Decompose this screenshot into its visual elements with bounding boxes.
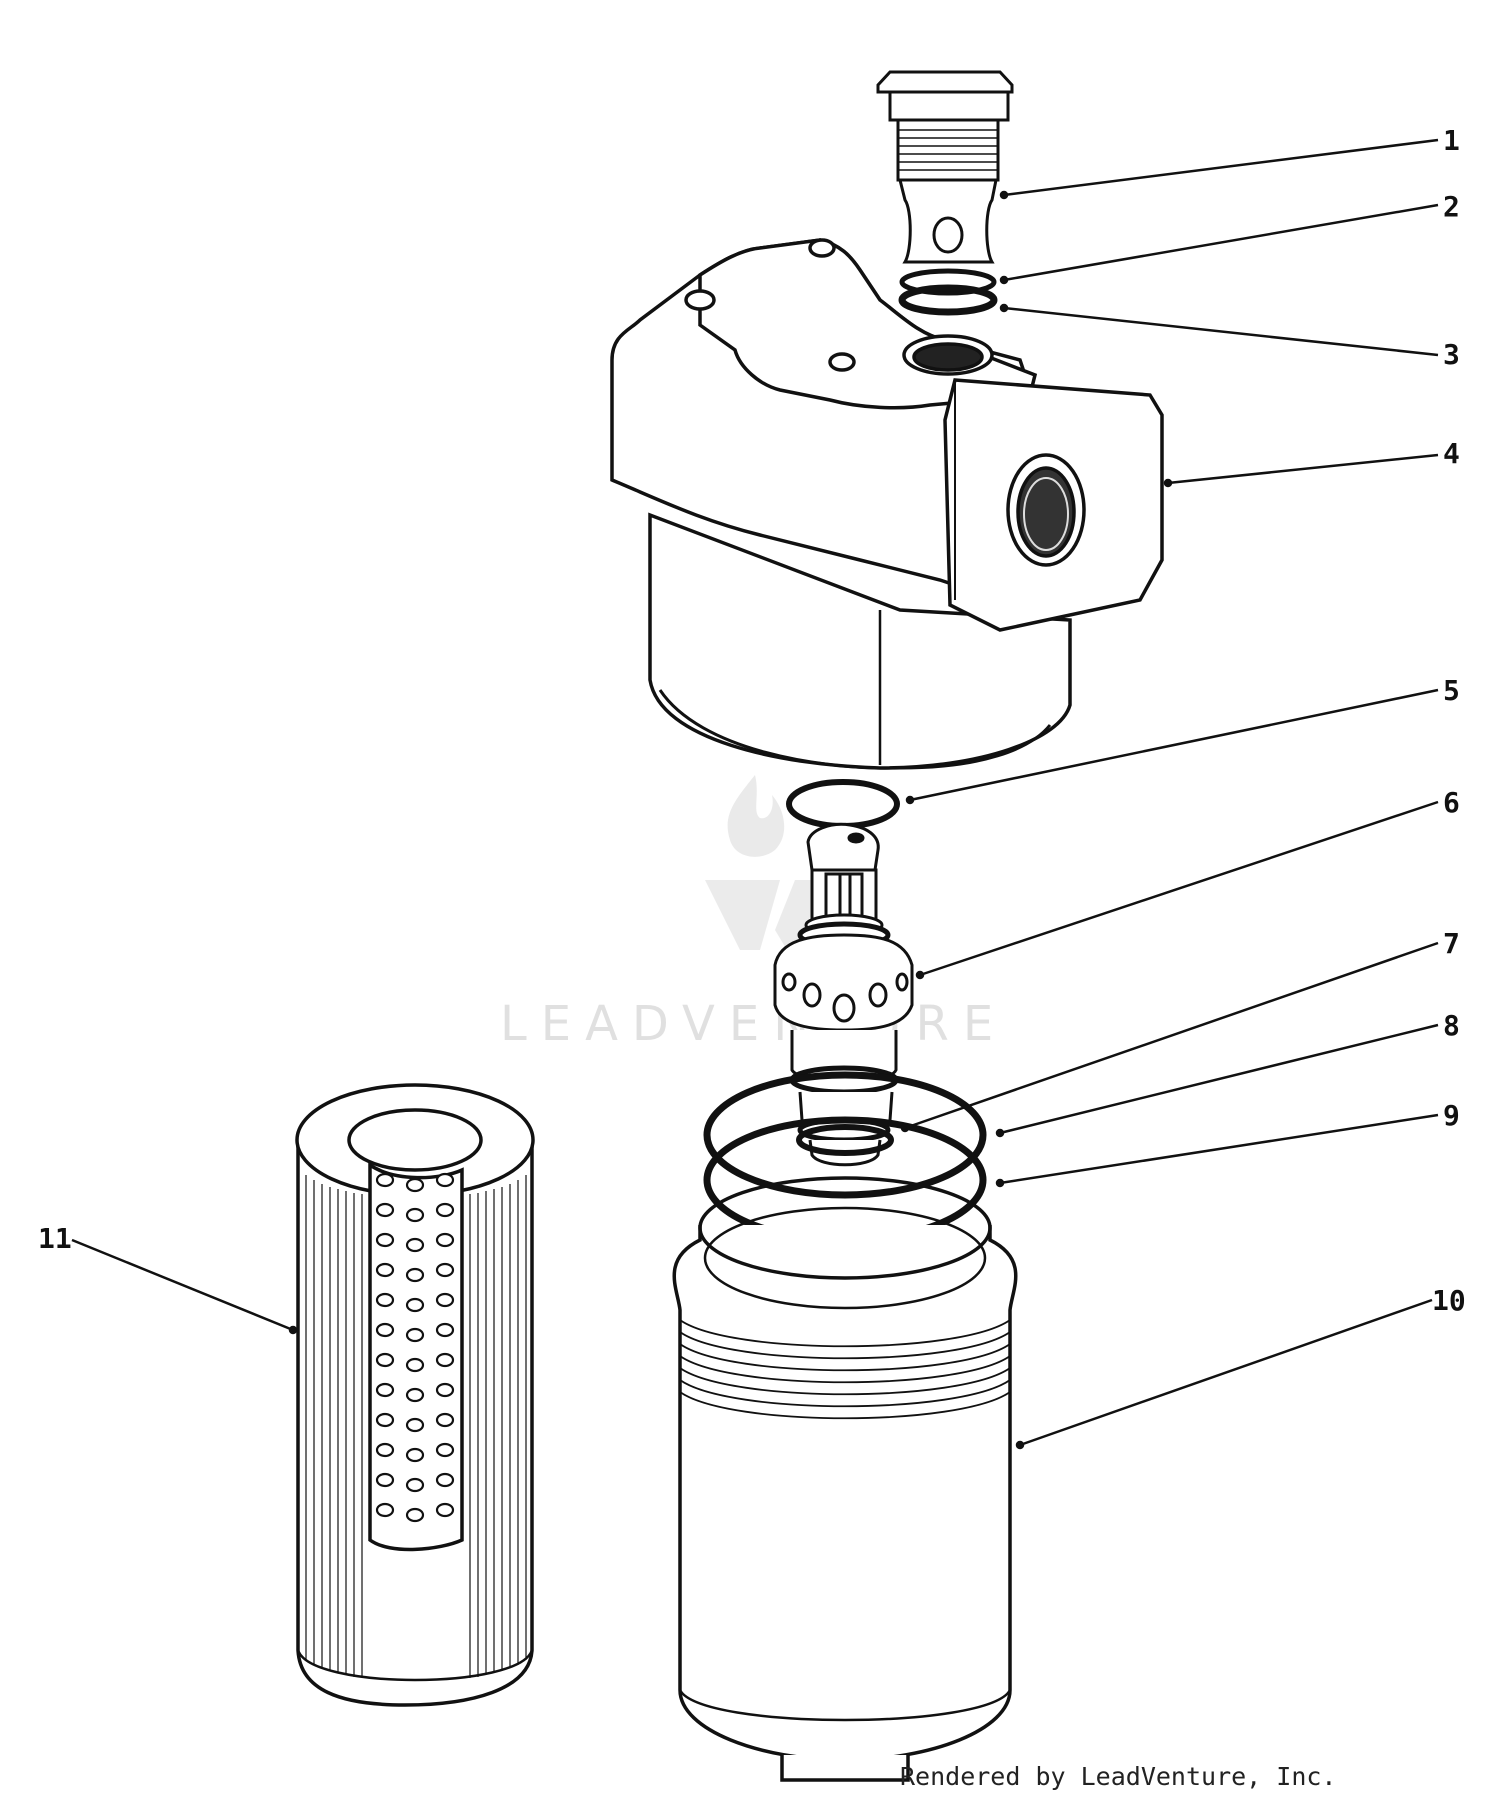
callout-9: 9 (1443, 1099, 1460, 1132)
leader-line-6 (919, 800, 1439, 977)
leader-line-4 (1167, 453, 1439, 485)
callout-labels: 1 2 3 4 5 6 7 8 9 10 11 (38, 124, 1466, 1317)
o-ring-valve (799, 1127, 891, 1153)
callout-7: 7 (1443, 927, 1460, 960)
callout-1: 1 (1443, 124, 1460, 157)
callout-3: 3 (1443, 338, 1460, 371)
callout-4: 4 (1443, 437, 1460, 470)
filter-head (612, 240, 1162, 768)
footer-credit: Rendered by LeadVenture, Inc. (900, 1762, 1337, 1791)
o-ring-upper (902, 271, 994, 293)
callout-11: 11 (38, 1222, 72, 1255)
callout-6: 6 (1443, 786, 1460, 819)
callout-2: 2 (1443, 190, 1460, 223)
bypass-valve (775, 824, 912, 1164)
relief-valve-plug (878, 72, 1012, 262)
leader-lines (71, 138, 1439, 1450)
watermark-text: LEADVENTURE (500, 996, 1007, 1052)
filter-element (297, 1085, 533, 1705)
leader-line-1 (1003, 138, 1439, 197)
watermark-flame-icon (727, 775, 785, 857)
leader-line-8 (999, 1023, 1439, 1135)
leader-line-5 (909, 688, 1439, 802)
leader-line-11 (71, 1238, 294, 1332)
callout-5: 5 (1443, 674, 1460, 707)
leader-line-7 (904, 941, 1439, 1130)
leader-line-2 (1003, 203, 1439, 282)
seal-ring-upper (707, 1075, 983, 1195)
filter-bowl (674, 1178, 1016, 1780)
leader-line-10 (1019, 1298, 1433, 1447)
leader-line-9 (999, 1113, 1439, 1185)
callout-8: 8 (1443, 1009, 1460, 1042)
o-ring-head (789, 782, 897, 826)
callout-10: 10 (1432, 1284, 1466, 1317)
backup-ring (902, 288, 994, 312)
leader-line-3 (1003, 306, 1439, 357)
watermark: LEADVENTURE (500, 775, 1007, 1052)
